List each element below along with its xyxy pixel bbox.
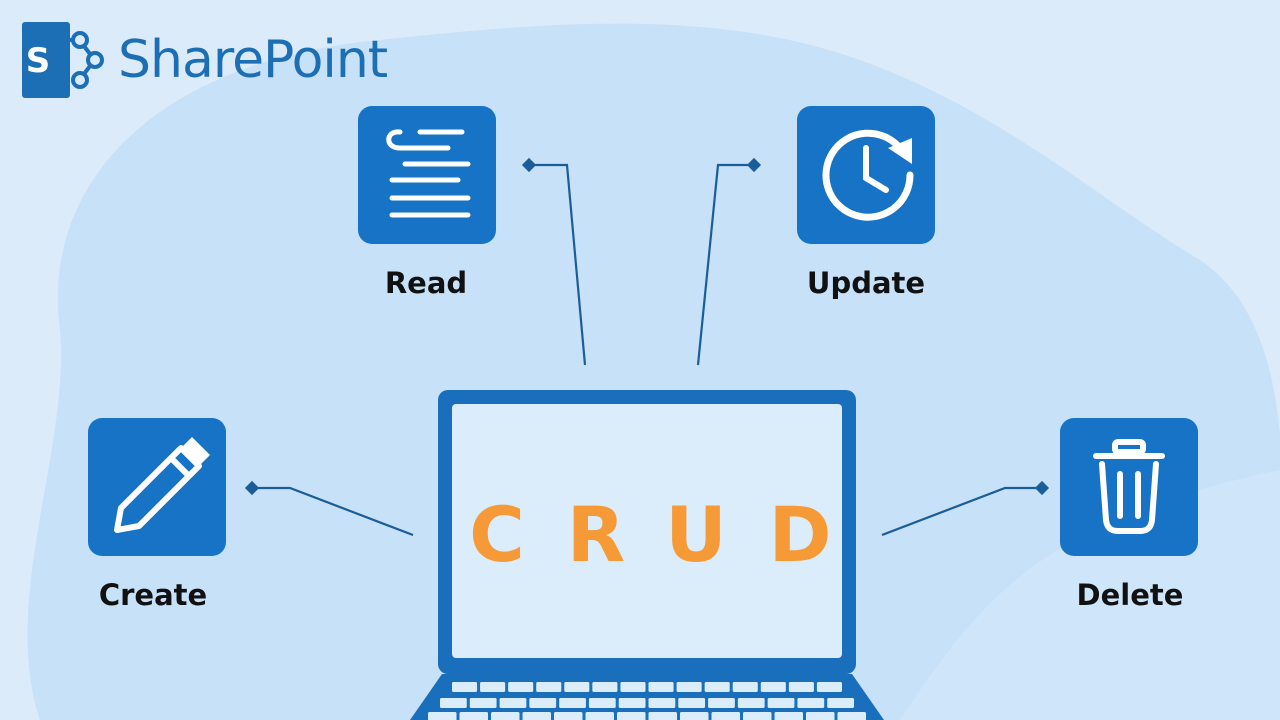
laptop-key (837, 712, 866, 720)
laptop-key (536, 682, 562, 692)
laptop-key (440, 698, 467, 708)
laptop-key (588, 698, 616, 708)
laptop-screen (452, 404, 842, 658)
laptop-key (508, 682, 534, 692)
crud-letter-d: D (768, 490, 832, 579)
laptop-key (704, 682, 730, 692)
delete-tile (1060, 418, 1198, 556)
laptop-key (648, 682, 674, 692)
brand-name: SharePoint (118, 30, 388, 90)
background-blob (27, 23, 1280, 720)
create-label: Create (98, 578, 208, 612)
laptop-key (743, 712, 772, 720)
laptop-key (806, 712, 835, 720)
laptop-key (708, 698, 735, 708)
laptop-key (737, 698, 765, 708)
laptop-key (760, 682, 786, 692)
create-tile (88, 418, 226, 556)
read-tile (358, 106, 496, 244)
crud-letter-c: C (469, 490, 525, 579)
laptop-key (816, 682, 842, 692)
laptop-key (469, 698, 497, 708)
update-label: Update (806, 266, 926, 300)
laptop-key (459, 712, 488, 720)
laptop-key (797, 698, 825, 708)
connector-create (252, 486, 414, 537)
sharepoint-logo-icon: S (22, 22, 104, 98)
connector-read (529, 163, 587, 366)
connector-dots (244, 157, 1050, 496)
laptop-keys (428, 682, 866, 720)
laptop-icon (410, 390, 884, 720)
clock-refresh-icon (822, 129, 914, 221)
laptop-key (680, 712, 709, 720)
laptop-key (620, 682, 646, 692)
pencil-icon (114, 437, 210, 533)
laptop-key (452, 682, 478, 692)
laptop-key (491, 712, 520, 720)
connector-delete (881, 486, 1042, 537)
connector-update (696, 163, 754, 366)
laptop-key (648, 712, 677, 720)
laptop-key (788, 682, 814, 692)
laptop-key (767, 698, 795, 708)
laptop-key (592, 682, 618, 692)
laptop-key (522, 712, 551, 720)
laptop-key (585, 712, 614, 720)
laptop-key (648, 698, 676, 708)
laptop-key (676, 682, 702, 692)
laptop-key (499, 698, 527, 708)
laptop-key (774, 712, 803, 720)
trash-icon (1093, 439, 1165, 534)
laptop-key (618, 698, 646, 708)
read-label: Read (384, 266, 468, 300)
update-tile (797, 106, 935, 244)
laptop-key (564, 682, 590, 692)
laptop-key (617, 712, 646, 720)
laptop-key (554, 712, 583, 720)
crud-letter-r: R (566, 490, 626, 579)
laptop-key (678, 698, 706, 708)
laptop-key (529, 698, 557, 708)
laptop-key (480, 682, 506, 692)
delete-label: Delete (1076, 578, 1184, 612)
connector-lines (252, 163, 1042, 537)
laptop-key (559, 698, 586, 708)
laptop-key (827, 698, 854, 708)
laptop-key (732, 682, 758, 692)
laptop-key (711, 712, 740, 720)
document-lines-icon (386, 129, 471, 218)
crud-letter-u: U (665, 490, 727, 579)
logo-letter: S (26, 41, 51, 81)
laptop-key (428, 712, 457, 720)
